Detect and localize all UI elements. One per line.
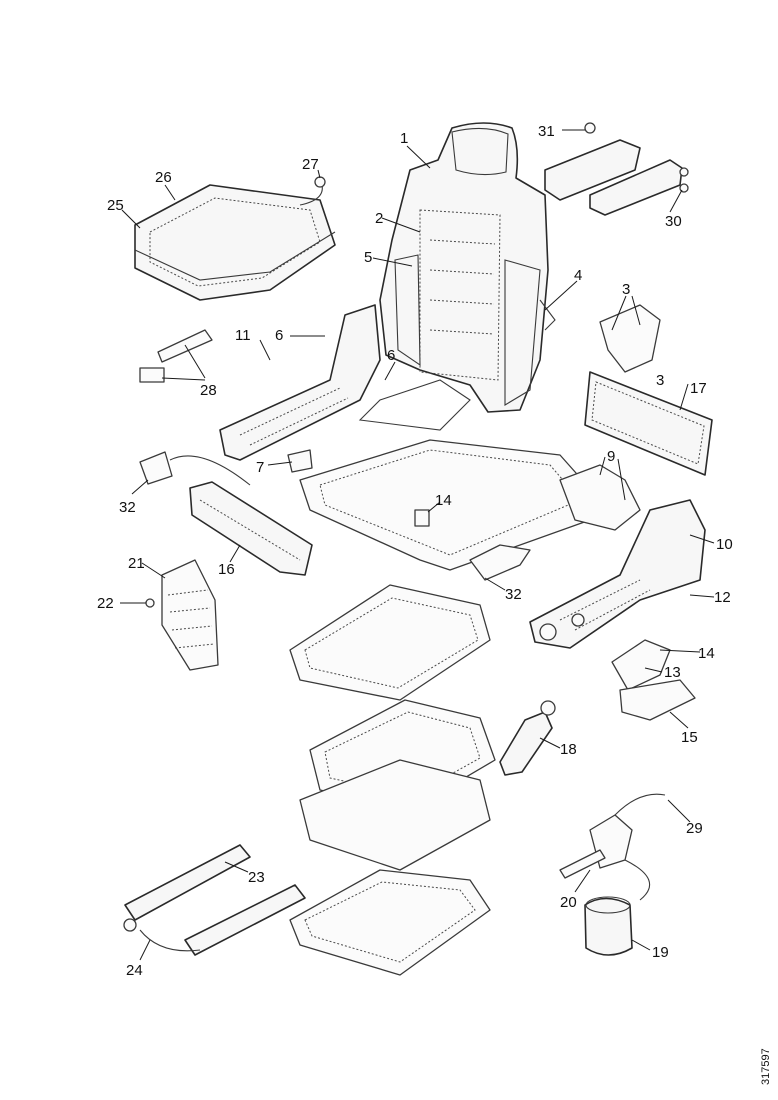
callout-30: 30 [665, 213, 682, 230]
armrest-parts [544, 122, 689, 216]
callout-9: 9 [607, 448, 615, 465]
side-trim-panel [219, 304, 381, 461]
callout-23: 23 [248, 869, 265, 886]
callout-15: 15 [681, 729, 698, 746]
callout-18: 18 [560, 741, 577, 758]
leader-lines [120, 129, 715, 961]
connector-32-left [139, 451, 251, 486]
reference-code: 317597 [760, 1048, 772, 1085]
callout-12: 12 [714, 589, 731, 606]
callout-25: 25 [107, 197, 124, 214]
callout-labels: 1 2 5 4 3 3 31 30 27 26 25 28 11 6 6 7 3… [97, 123, 733, 979]
callout-3-upper: 3 [622, 281, 630, 298]
callout-6-lower: 6 [387, 347, 395, 364]
callout-28: 28 [200, 382, 217, 399]
callout-32-center: 32 [505, 586, 522, 603]
callout-11: 11 [235, 327, 251, 344]
seat-lower-frames [289, 584, 496, 976]
motor-20 [559, 793, 666, 901]
callout-27: 27 [302, 156, 319, 173]
callout-10: 10 [716, 536, 733, 553]
side-cover [529, 499, 706, 649]
callout-29: 29 [686, 820, 703, 837]
callout-22: 22 [97, 595, 114, 612]
callout-1: 1 [400, 130, 408, 147]
callout-3-lower: 3 [656, 372, 664, 389]
slide-rails [123, 844, 306, 956]
plate-28 [139, 329, 213, 383]
switch-assembly [611, 639, 696, 721]
callout-7: 7 [256, 459, 264, 476]
callout-6-upper: 6 [275, 327, 283, 344]
callout-16: 16 [218, 561, 235, 578]
callout-20: 20 [560, 894, 577, 911]
compressor-19 [584, 896, 633, 956]
callout-31: 31 [538, 123, 555, 140]
callout-19: 19 [652, 944, 669, 961]
callout-4: 4 [574, 267, 582, 284]
callout-32-left: 32 [119, 499, 136, 516]
actuator-18 [499, 700, 556, 776]
callout-17: 17 [690, 380, 707, 397]
seat-cushion [134, 176, 336, 301]
seat-back-assembly [379, 122, 549, 413]
callout-5: 5 [364, 249, 372, 266]
callout-14-center: 14 [435, 492, 452, 509]
callout-13: 13 [664, 664, 681, 681]
callout-24: 24 [126, 962, 143, 979]
seat-frame [287, 379, 601, 581]
callout-2: 2 [375, 210, 383, 227]
backrest-rear-panel [584, 371, 713, 476]
callout-21: 21 [128, 555, 145, 572]
callout-14-right: 14 [698, 645, 715, 662]
bracket-21 [145, 559, 219, 671]
callout-26: 26 [155, 169, 172, 186]
side-rail-cover [189, 481, 313, 576]
